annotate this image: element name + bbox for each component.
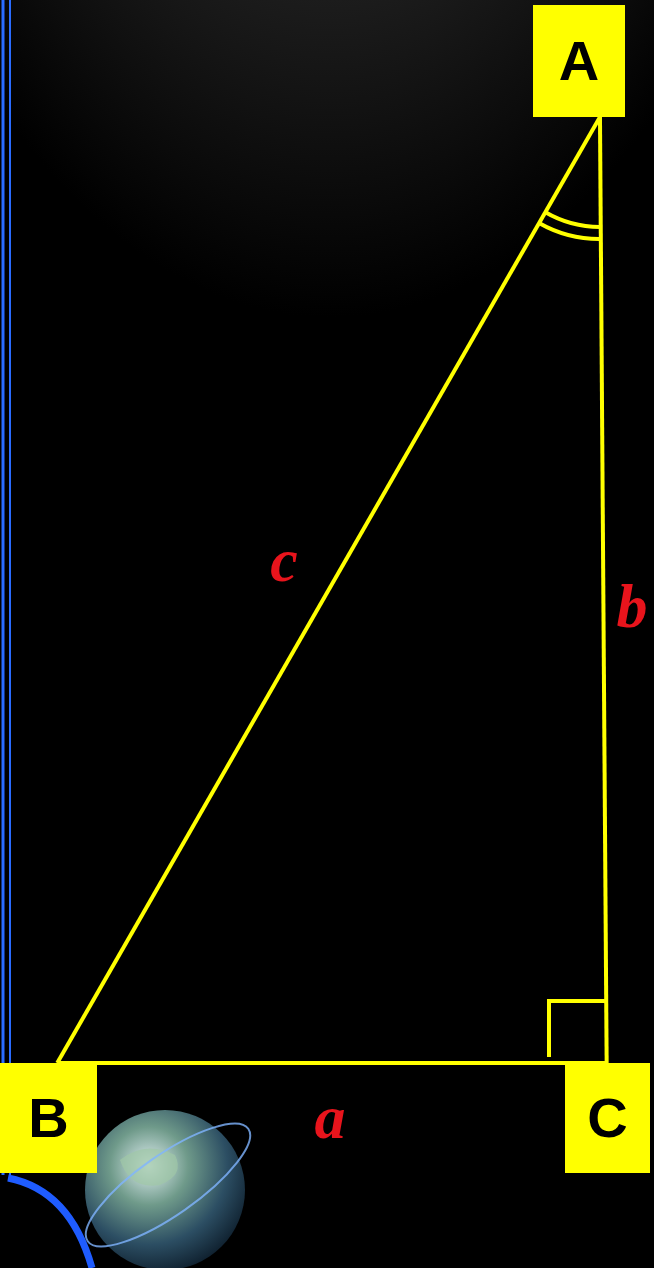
triangle-side [57,1061,606,1065]
vertex-label-box: C [565,1063,650,1173]
blue-rail [9,0,11,1175]
vertex-letter: B [28,1090,68,1146]
triangle-side [600,117,607,1063]
blue-rail [2,0,5,1175]
side-label: c [270,529,298,591]
vertex-label-box: B [0,1063,97,1173]
right-angle-mark [549,1001,607,1057]
vertex-label-box: A [533,5,625,117]
top-glow [0,0,654,880]
vertex-letter: A [559,33,599,89]
earth-globe [85,1110,245,1268]
triangle-side [57,117,600,1063]
earth-land [120,1149,178,1186]
side-label: a [315,1086,346,1148]
side-label: b [617,575,648,637]
vertex-letter: C [587,1090,627,1146]
angle-arc [539,223,600,239]
angle-arc [545,212,600,227]
blue-curve [8,1178,92,1268]
earth-orbit [71,1104,266,1266]
